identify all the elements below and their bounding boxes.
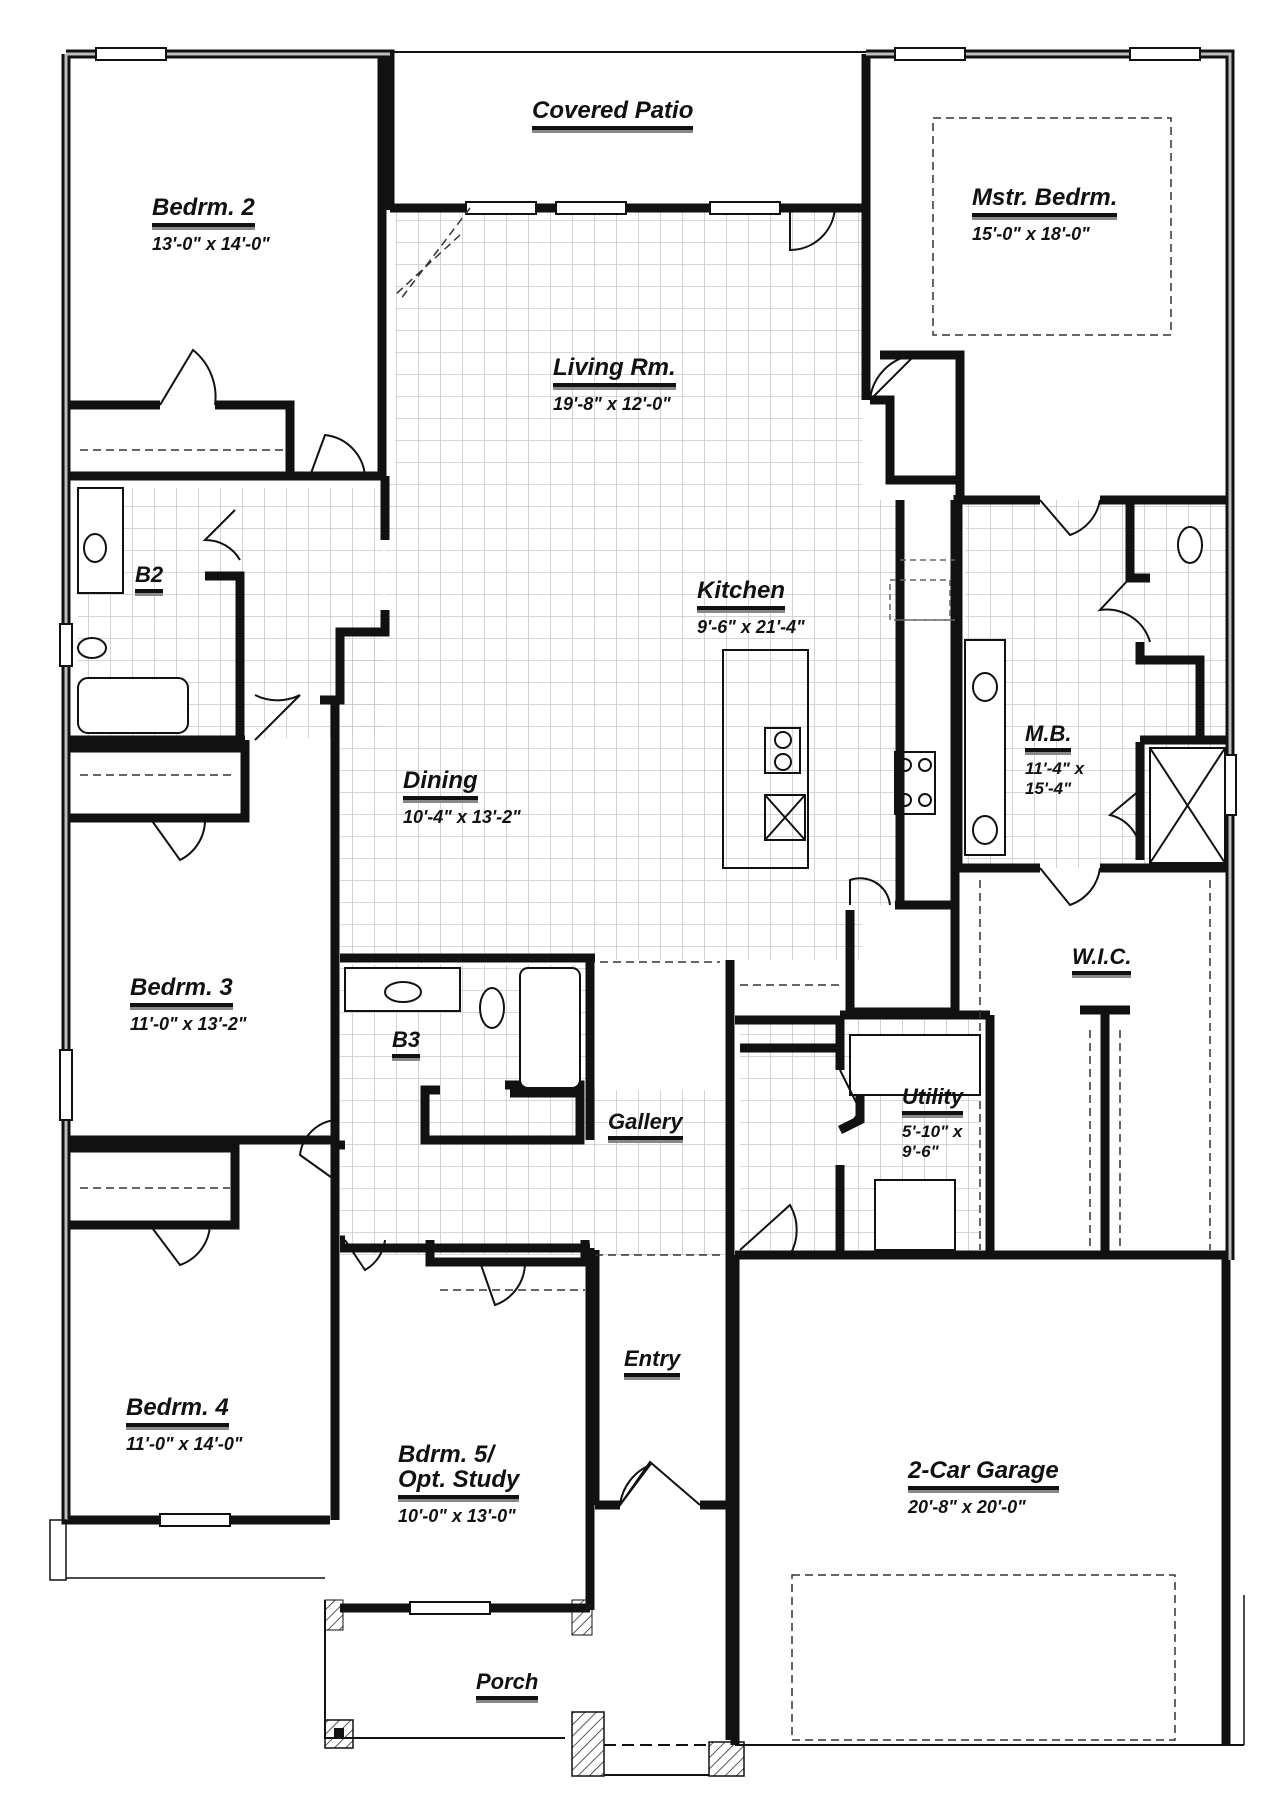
- room-label-mstr-bedrm: Mstr. Bedrm. 15'-0" x 18'-0": [972, 184, 1118, 245]
- room-label-utility: Utility 5'-10" x 9'-6": [902, 1084, 964, 1161]
- room-label-b2: B2: [135, 563, 164, 594]
- room-label-bedrm-3: Bedrm. 3 11'-0" x 13'-2": [130, 974, 247, 1035]
- room-label-kitchen: Kitchen 9'-6" x 21'-4": [697, 577, 805, 638]
- room-label-entry: Entry: [624, 1347, 681, 1378]
- kitchen-counter: [889, 559, 955, 621]
- bath-fixtures: [77, 487, 1226, 1251]
- room-label-bdrm-5: Bdrm. 5/ Opt. Study 10'-0" x 13'-0": [398, 1441, 520, 1527]
- kitchen-island: [722, 649, 809, 869]
- range-cooktop: [894, 751, 936, 815]
- room-label-garage: 2-Car Garage 20'-8" x 20'-0": [908, 1457, 1059, 1518]
- porch-structure: [49, 1519, 1245, 1777]
- room-label-bedrm-2: Bedrm. 2 13'-0" x 14'-0": [152, 194, 270, 255]
- room-label-b3: B3: [392, 1028, 421, 1059]
- room-label-dining: Dining 10'-4" x 13'-2": [403, 767, 521, 828]
- room-label-covered-patio: Covered Patio: [532, 98, 694, 131]
- door-swings: [149, 207, 1151, 1509]
- room-label-living-rm: Living Rm. 19'-8" x 12'-0": [553, 354, 676, 415]
- room-label-mb: M.B. 11'-4" x 15'-4": [1025, 721, 1085, 798]
- room-label-bedrm-4: Bedrm. 4 11'-0" x 14'-0": [126, 1394, 243, 1455]
- room-label-gallery: Gallery: [608, 1110, 683, 1141]
- room-label-porch: Porch: [476, 1670, 539, 1701]
- windows: [59, 47, 1237, 1615]
- room-label-wic: W.I.C.: [1072, 945, 1132, 976]
